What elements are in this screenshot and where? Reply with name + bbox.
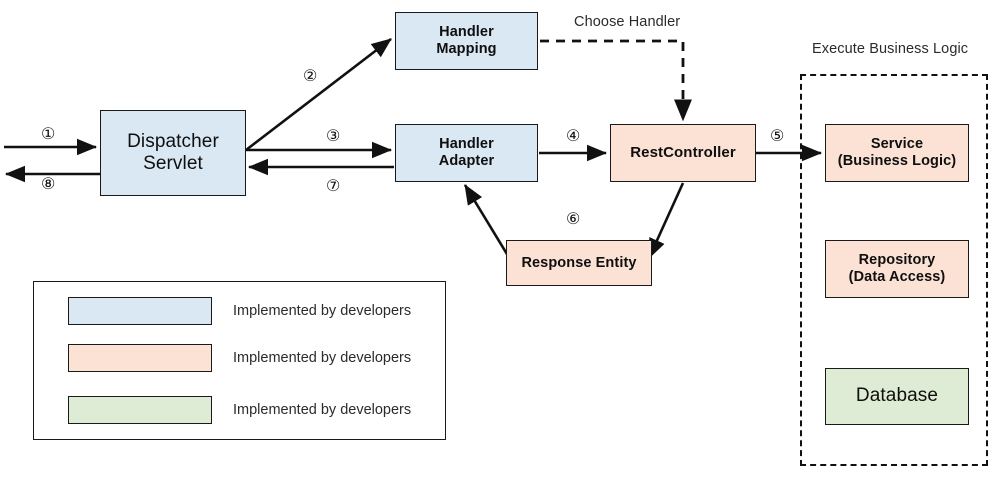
node-database[interactable]: Database bbox=[825, 368, 969, 425]
step-marker-5: ⑤ bbox=[770, 128, 785, 145]
node-response-entity[interactable]: Response Entity bbox=[506, 240, 652, 286]
step-marker-3: ③ bbox=[326, 128, 341, 145]
node-rest-controller-label: RestController bbox=[630, 144, 736, 162]
step-marker-8: ⑧ bbox=[41, 176, 56, 193]
step-marker-7: ⑦ bbox=[326, 178, 341, 195]
node-service[interactable]: Service (Business Logic) bbox=[825, 124, 969, 182]
node-repository[interactable]: Repository (Data Access) bbox=[825, 240, 969, 298]
node-dispatcher-servlet[interactable]: Dispatcher Servlet bbox=[100, 110, 246, 196]
step-marker-1: ① bbox=[41, 126, 56, 143]
legend-label-peach: Implemented by developers bbox=[233, 350, 412, 366]
arrow-rest-to-response bbox=[647, 182, 685, 259]
node-database-label: Database bbox=[855, 385, 939, 407]
legend-swatch-blue bbox=[68, 297, 212, 325]
node-handler-adapter-line1: Handler bbox=[439, 136, 494, 153]
node-handler-adapter[interactable]: Handler Adapter bbox=[395, 124, 538, 182]
legend-swatch-green bbox=[68, 396, 212, 424]
node-handler-mapping[interactable]: Handler Mapping bbox=[395, 12, 538, 70]
node-dispatcher-servlet-line2: Servlet bbox=[143, 153, 203, 174]
arrow-step-2 bbox=[245, 37, 392, 152]
node-service-line2: (Business Logic) bbox=[837, 153, 957, 169]
legend-label-blue: Implemented by developers bbox=[233, 303, 412, 319]
step-marker-4: ④ bbox=[566, 128, 581, 145]
execute-business-logic-group bbox=[800, 74, 988, 466]
node-handler-mapping-line1: Handler bbox=[439, 24, 494, 41]
node-dispatcher-servlet-line1: Dispatcher bbox=[127, 130, 219, 152]
step-marker-6: ⑥ bbox=[566, 211, 581, 228]
label-choose-handler: Choose Handler bbox=[574, 14, 681, 30]
arrow-choose-handler bbox=[540, 39, 692, 122]
node-handler-adapter-line2: Adapter bbox=[438, 153, 495, 169]
label-execute-business-logic: Execute Business Logic bbox=[812, 41, 969, 57]
step-marker-2: ② bbox=[303, 68, 318, 85]
legend-swatch-peach bbox=[68, 344, 212, 372]
node-repository-line1: Repository bbox=[858, 252, 936, 269]
node-rest-controller[interactable]: RestController bbox=[610, 124, 756, 182]
node-handler-mapping-line2: Mapping bbox=[436, 41, 497, 57]
node-response-entity-label: Response Entity bbox=[521, 254, 637, 271]
legend-label-green: Implemented by developers bbox=[233, 402, 412, 418]
node-repository-line2: (Data Access) bbox=[848, 269, 946, 285]
node-service-line1: Service bbox=[870, 136, 924, 153]
